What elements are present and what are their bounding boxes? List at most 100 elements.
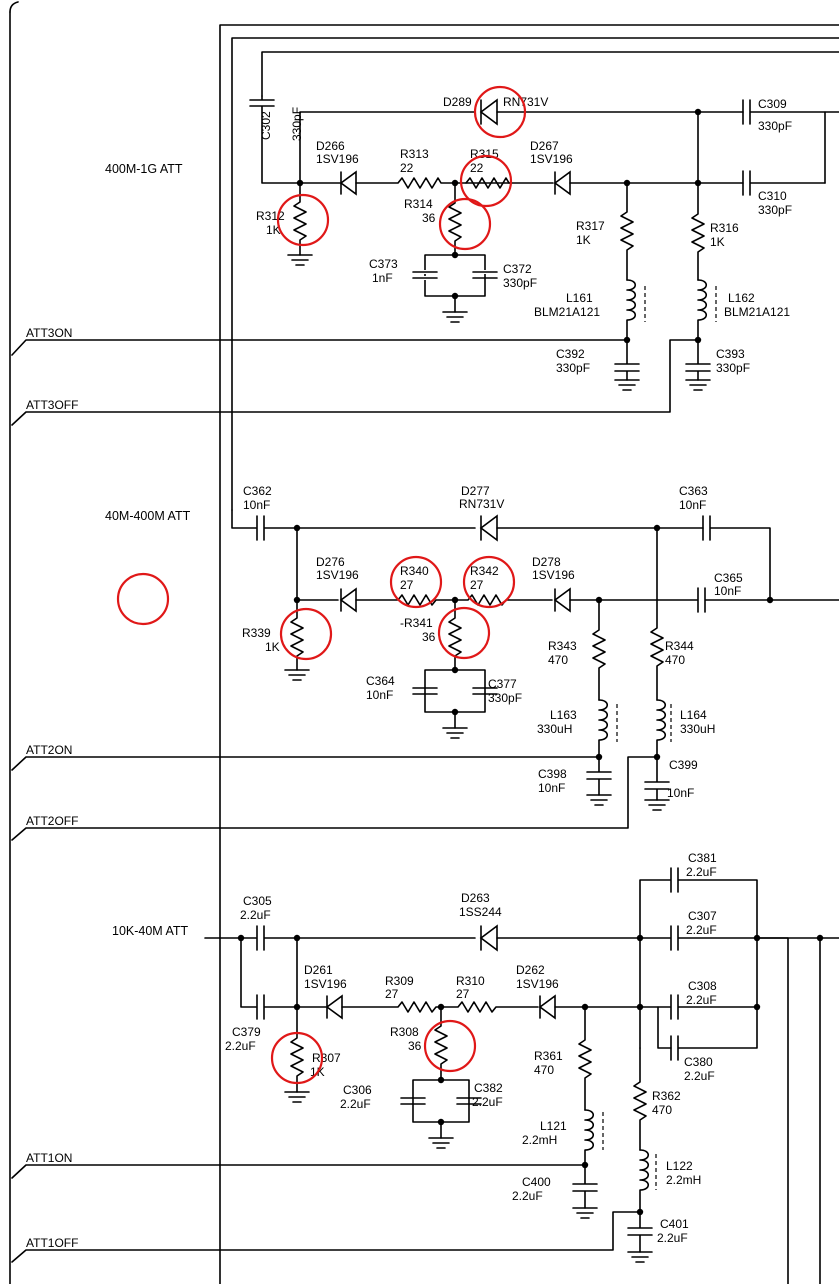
section-title-10k-40m: 10K-40M ATT <box>112 924 189 938</box>
r341-val: 36 <box>422 630 436 644</box>
r343-val: 470 <box>548 653 568 667</box>
r314-ref: R314 <box>404 197 433 211</box>
r343-ref: R343 <box>548 639 577 653</box>
r308-ref: R308 <box>390 1025 419 1039</box>
c305-val: 2.2uF <box>240 908 271 922</box>
d261-ref: D261 <box>304 963 333 977</box>
r340-ref: R340 <box>400 564 429 578</box>
c362-val: 10nF <box>243 498 270 512</box>
r362-val: 470 <box>652 1103 672 1117</box>
capacitor-c364 <box>412 687 438 695</box>
wire-att2on <box>11 756 600 771</box>
c305-ref: C305 <box>243 894 272 908</box>
capacitor-c305 <box>256 925 476 951</box>
r316-ref: R316 <box>710 221 739 235</box>
resistor-r339 <box>290 599 304 671</box>
capacitor-c400 <box>572 1164 598 1209</box>
c401-val: 2.2uF <box>657 1231 688 1245</box>
c363-val: 10nF <box>679 498 706 512</box>
r344-ref: R344 <box>665 639 694 653</box>
r361-val: 470 <box>534 1063 554 1077</box>
r361-ref: R361 <box>534 1049 563 1063</box>
c377-ref: C377 <box>488 677 517 691</box>
c372-val: 330pF <box>503 276 537 290</box>
capacitor-c373 <box>411 270 439 280</box>
highlight-r314 <box>438 197 492 251</box>
c373-val: 1nF <box>372 271 393 285</box>
d262-ref: D262 <box>516 963 545 977</box>
highlight-empty <box>116 572 170 626</box>
resistor-r343 <box>592 599 606 701</box>
d261-val: 1SV196 <box>304 977 347 991</box>
d276-ref: D276 <box>316 555 345 569</box>
d263-val: 1SS244 <box>459 905 502 919</box>
r314-val: 36 <box>422 211 436 225</box>
ground-icon <box>284 1091 310 1103</box>
wire-d289-left <box>299 111 476 184</box>
r310-ref: R310 <box>456 974 485 988</box>
capacitor-c310 <box>742 170 826 196</box>
diode-d266 <box>339 170 357 196</box>
ground-icon <box>287 254 313 266</box>
d278-ref: D278 <box>532 555 561 569</box>
r309-val: 27 <box>385 987 399 1001</box>
capacitor-c302 <box>249 95 301 184</box>
diode-d261 <box>325 994 343 1020</box>
highlight-r340 <box>389 555 443 609</box>
c307-ref: C307 <box>688 909 717 923</box>
c381-val: 2.2uF <box>686 865 717 879</box>
att2on-label: ATT2ON <box>26 743 72 757</box>
att1on-label: ATT1ON <box>26 1151 72 1165</box>
highlight-r339 <box>279 607 333 661</box>
d267-val: 1SV196 <box>530 152 573 166</box>
annotation-circles <box>116 85 527 1085</box>
r313-val: 22 <box>400 161 414 175</box>
capacitor-c380 <box>670 1006 758 1061</box>
inductor-l164 <box>656 699 667 758</box>
wire-att2off <box>11 756 658 841</box>
highlight-r312 <box>276 193 330 247</box>
l161-ref: L161 <box>566 291 593 305</box>
c302-ref: C302 <box>259 111 273 140</box>
c306-val: 2.2uF <box>340 1097 371 1111</box>
d266-val: 1SV196 <box>316 152 359 166</box>
inductor-l161 <box>626 279 637 341</box>
resistors-r309-r310 <box>341 1001 539 1013</box>
wire-c364-c377 <box>424 669 486 713</box>
c398-ref: C398 <box>538 767 567 781</box>
d289-ref: D289 <box>443 95 472 109</box>
d278-val: 1SV196 <box>532 568 575 582</box>
junction <box>636 1003 644 1011</box>
l164-val: 330uH <box>680 722 715 736</box>
resistor-r362 <box>633 1047 647 1151</box>
diode-d262 <box>538 994 556 1020</box>
c399-ref: C399 <box>669 758 698 772</box>
c310-val: 330pF <box>758 203 792 217</box>
c382-val: 2.2uF <box>472 1095 503 1109</box>
capacitor-c363 <box>702 515 771 601</box>
resistor-r314 <box>448 182 462 256</box>
c393-val: 330pF <box>716 361 750 375</box>
diode-d289 <box>479 98 498 126</box>
r317-val: 1K <box>576 233 591 247</box>
l161-val: BLM21A121 <box>534 305 600 319</box>
r315-val: 22 <box>470 161 484 175</box>
c400-val: 2.2uF <box>512 1189 543 1203</box>
resistor-r341 <box>448 599 462 671</box>
wire <box>240 937 257 1008</box>
c362-ref: C362 <box>243 484 272 498</box>
d276-val: 1SV196 <box>316 568 359 582</box>
capacitor-c306 <box>400 1097 426 1105</box>
wire-out-1 <box>756 937 789 1284</box>
c309-ref: C309 <box>758 97 787 111</box>
capacitor-c362 <box>256 515 476 541</box>
ground-icon <box>428 1137 454 1149</box>
c306-ref: C306 <box>343 1083 372 1097</box>
r341-ref: -R341 <box>400 616 433 630</box>
d289-val: RN731V <box>503 95 548 109</box>
c365-ref: C365 <box>714 571 743 585</box>
c364-val: 10nF <box>366 688 393 702</box>
ground-icon <box>442 727 468 739</box>
c365-val: 10nF <box>714 584 741 598</box>
bus-rail-2 <box>231 37 839 511</box>
